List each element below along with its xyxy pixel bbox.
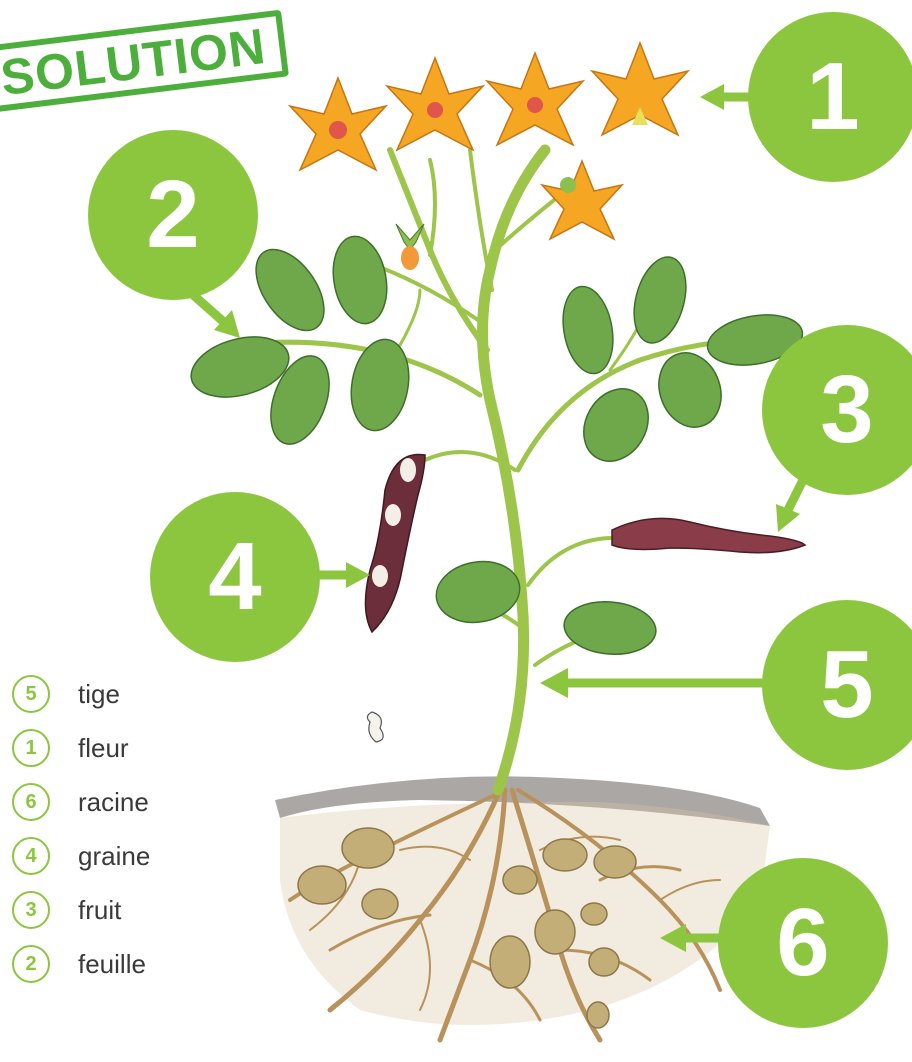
arrow-5	[540, 668, 770, 698]
callout-1-number: 1	[806, 42, 859, 152]
legend-number: 6	[12, 783, 50, 821]
legend-item-racine: 6 racine	[12, 775, 150, 829]
legend-label: graine	[78, 841, 150, 872]
callout-6: 6	[718, 858, 888, 1028]
callout-3-number: 3	[820, 355, 873, 465]
legend-item-fruit: 3 fruit	[12, 883, 150, 937]
legend-item-graine: 4 graine	[12, 829, 150, 883]
legend-number: 5	[12, 675, 50, 713]
legend-label: tige	[78, 679, 120, 710]
callout-5-number: 5	[820, 630, 873, 740]
legend-number: 3	[12, 891, 50, 929]
legend-label: fleur	[78, 733, 129, 764]
soil	[275, 776, 770, 1025]
callout-2-number: 2	[146, 160, 199, 270]
callout-4: 4	[150, 492, 320, 662]
legend-label: feuille	[78, 949, 146, 980]
legend-number: 2	[12, 945, 50, 983]
legend-label: racine	[78, 787, 149, 818]
callout-6-number: 6	[776, 888, 829, 998]
legend-number: 4	[12, 837, 50, 875]
legend-item-tige: 5 tige	[12, 667, 150, 721]
legend-item-fleur: 1 fleur	[12, 721, 150, 775]
stem	[235, 150, 760, 790]
seed	[367, 712, 383, 742]
legend-label: fruit	[78, 895, 121, 926]
callout-2: 2	[88, 130, 258, 300]
callout-4-number: 4	[208, 522, 261, 632]
legend: 5 tige 1 fleur 6 racine 4 graine 3 fruit…	[12, 667, 150, 991]
legend-number: 1	[12, 729, 50, 767]
callout-1: 1	[748, 12, 912, 182]
legend-item-feuille: 2 feuille	[12, 937, 150, 991]
flowers	[290, 43, 688, 270]
arrow-4	[316, 562, 370, 588]
